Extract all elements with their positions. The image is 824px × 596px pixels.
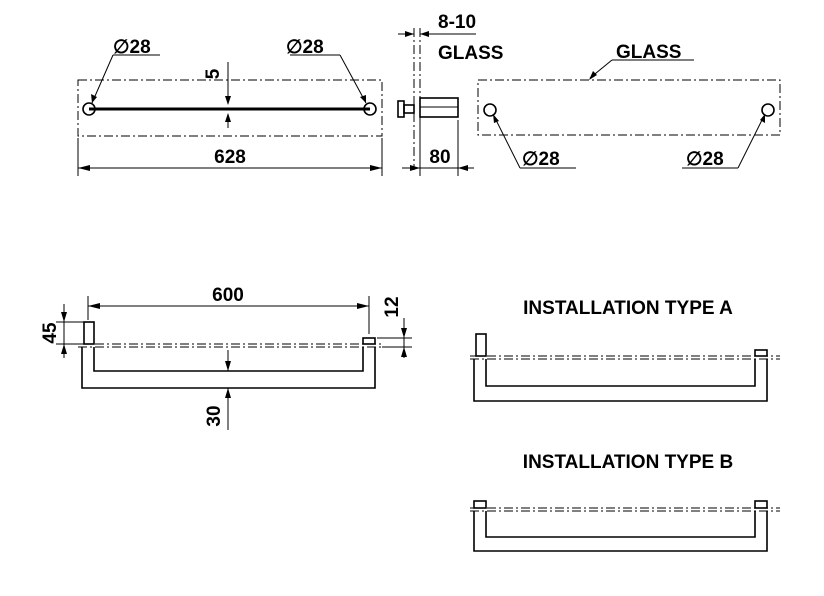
- dim-30-label: 30: [204, 405, 225, 426]
- type-a-left-cap: [475, 333, 487, 357]
- left-cap-elev: [83, 321, 95, 345]
- dim-8-10-label: 8-10: [438, 12, 476, 33]
- front-view: ∅28 ∅28 5 628: [77, 37, 383, 176]
- mount-cap: [397, 100, 405, 118]
- fixing-hole-right: [363, 102, 377, 116]
- dim-5-lines: [225, 62, 231, 128]
- leader-glass-back: [589, 59, 694, 80]
- dim-45-label: 45: [40, 322, 61, 344]
- dim-5-label: 5: [203, 68, 224, 79]
- installation-type-b-title: INSTALLATION TYPE B: [523, 452, 733, 473]
- type-b-right-cap: [754, 500, 768, 509]
- fixing-hole-left: [82, 102, 96, 116]
- side-view: 8-10 GLASS 80: [397, 12, 503, 176]
- glass-side-label: GLASS: [438, 43, 503, 64]
- mount-stem: [403, 104, 415, 114]
- dim-12-lines: [377, 318, 412, 358]
- installation-type-b: INSTALLATION TYPE B: [470, 452, 780, 552]
- dim-628-label: 628: [214, 147, 246, 168]
- dia-label-top-right: ∅28: [286, 37, 324, 58]
- dim-600-label: 600: [212, 285, 244, 306]
- dim-8-10-lines: [398, 31, 476, 37]
- dim-80-lines: [402, 120, 474, 176]
- installation-type-a: INSTALLATION TYPE A: [470, 298, 780, 402]
- leader-dia-left: [91, 54, 160, 104]
- glass-panel-back: [477, 79, 781, 136]
- leader-dia-back-right: [682, 114, 765, 169]
- dia-label-back-right: ∅28: [686, 149, 724, 170]
- glass-panel-front: [77, 79, 383, 137]
- dim-45-lines: [56, 304, 84, 358]
- type-b-rail: [473, 511, 768, 552]
- dim-80-label: 80: [429, 147, 450, 168]
- dim-628-lines: [77, 138, 383, 176]
- type-a-right-cap: [754, 349, 768, 357]
- installation-type-a-title: INSTALLATION TYPE A: [523, 298, 733, 319]
- dia-label-back-left: ∅28: [522, 149, 560, 170]
- dia-label-top-left: ∅28: [113, 37, 151, 58]
- type-b-left-cap: [473, 500, 487, 509]
- type-a-rail: [473, 359, 768, 402]
- dim-600-lines: [87, 296, 370, 334]
- leader-dia-right: [290, 54, 367, 104]
- dim-12-label: 12: [382, 296, 403, 317]
- back-hole-right: [761, 103, 775, 117]
- leader-dia-back-left: [493, 114, 576, 169]
- elevation-view: 600 45 12 30: [40, 285, 412, 430]
- back-hole-left: [483, 103, 497, 117]
- right-cap-elev: [362, 337, 376, 345]
- dim-30-lines: [225, 350, 231, 430]
- glass-back-label: GLASS: [616, 42, 681, 63]
- back-view: GLASS ∅28 ∅28: [477, 42, 781, 170]
